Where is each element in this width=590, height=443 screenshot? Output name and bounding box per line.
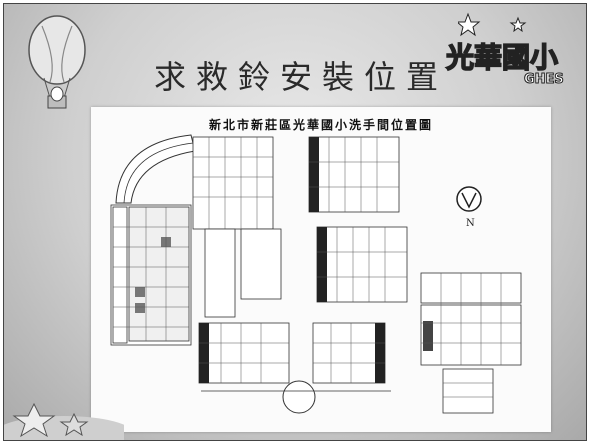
balloon-decoration [28,15,86,109]
slide: 求救鈴安裝位置 光華國小 GHES 新北市新莊區光華國小洗手間位置圖 [3,3,587,441]
compass-label: N [466,218,475,229]
north-arrow-icon: N [456,186,482,229]
campus-map [110,134,522,414]
floor-plan-document: 新北市新莊區光華國小洗手間位置圖 [91,107,551,432]
stars-decoration [4,402,124,440]
slide-title: 求救鈴安裝位置 [154,58,449,96]
document-title: 新北市新莊區光華國小洗手間位置圖 [208,118,433,132]
school-logo: 光華國小 GHES [445,12,586,97]
star-icon [458,12,527,37]
